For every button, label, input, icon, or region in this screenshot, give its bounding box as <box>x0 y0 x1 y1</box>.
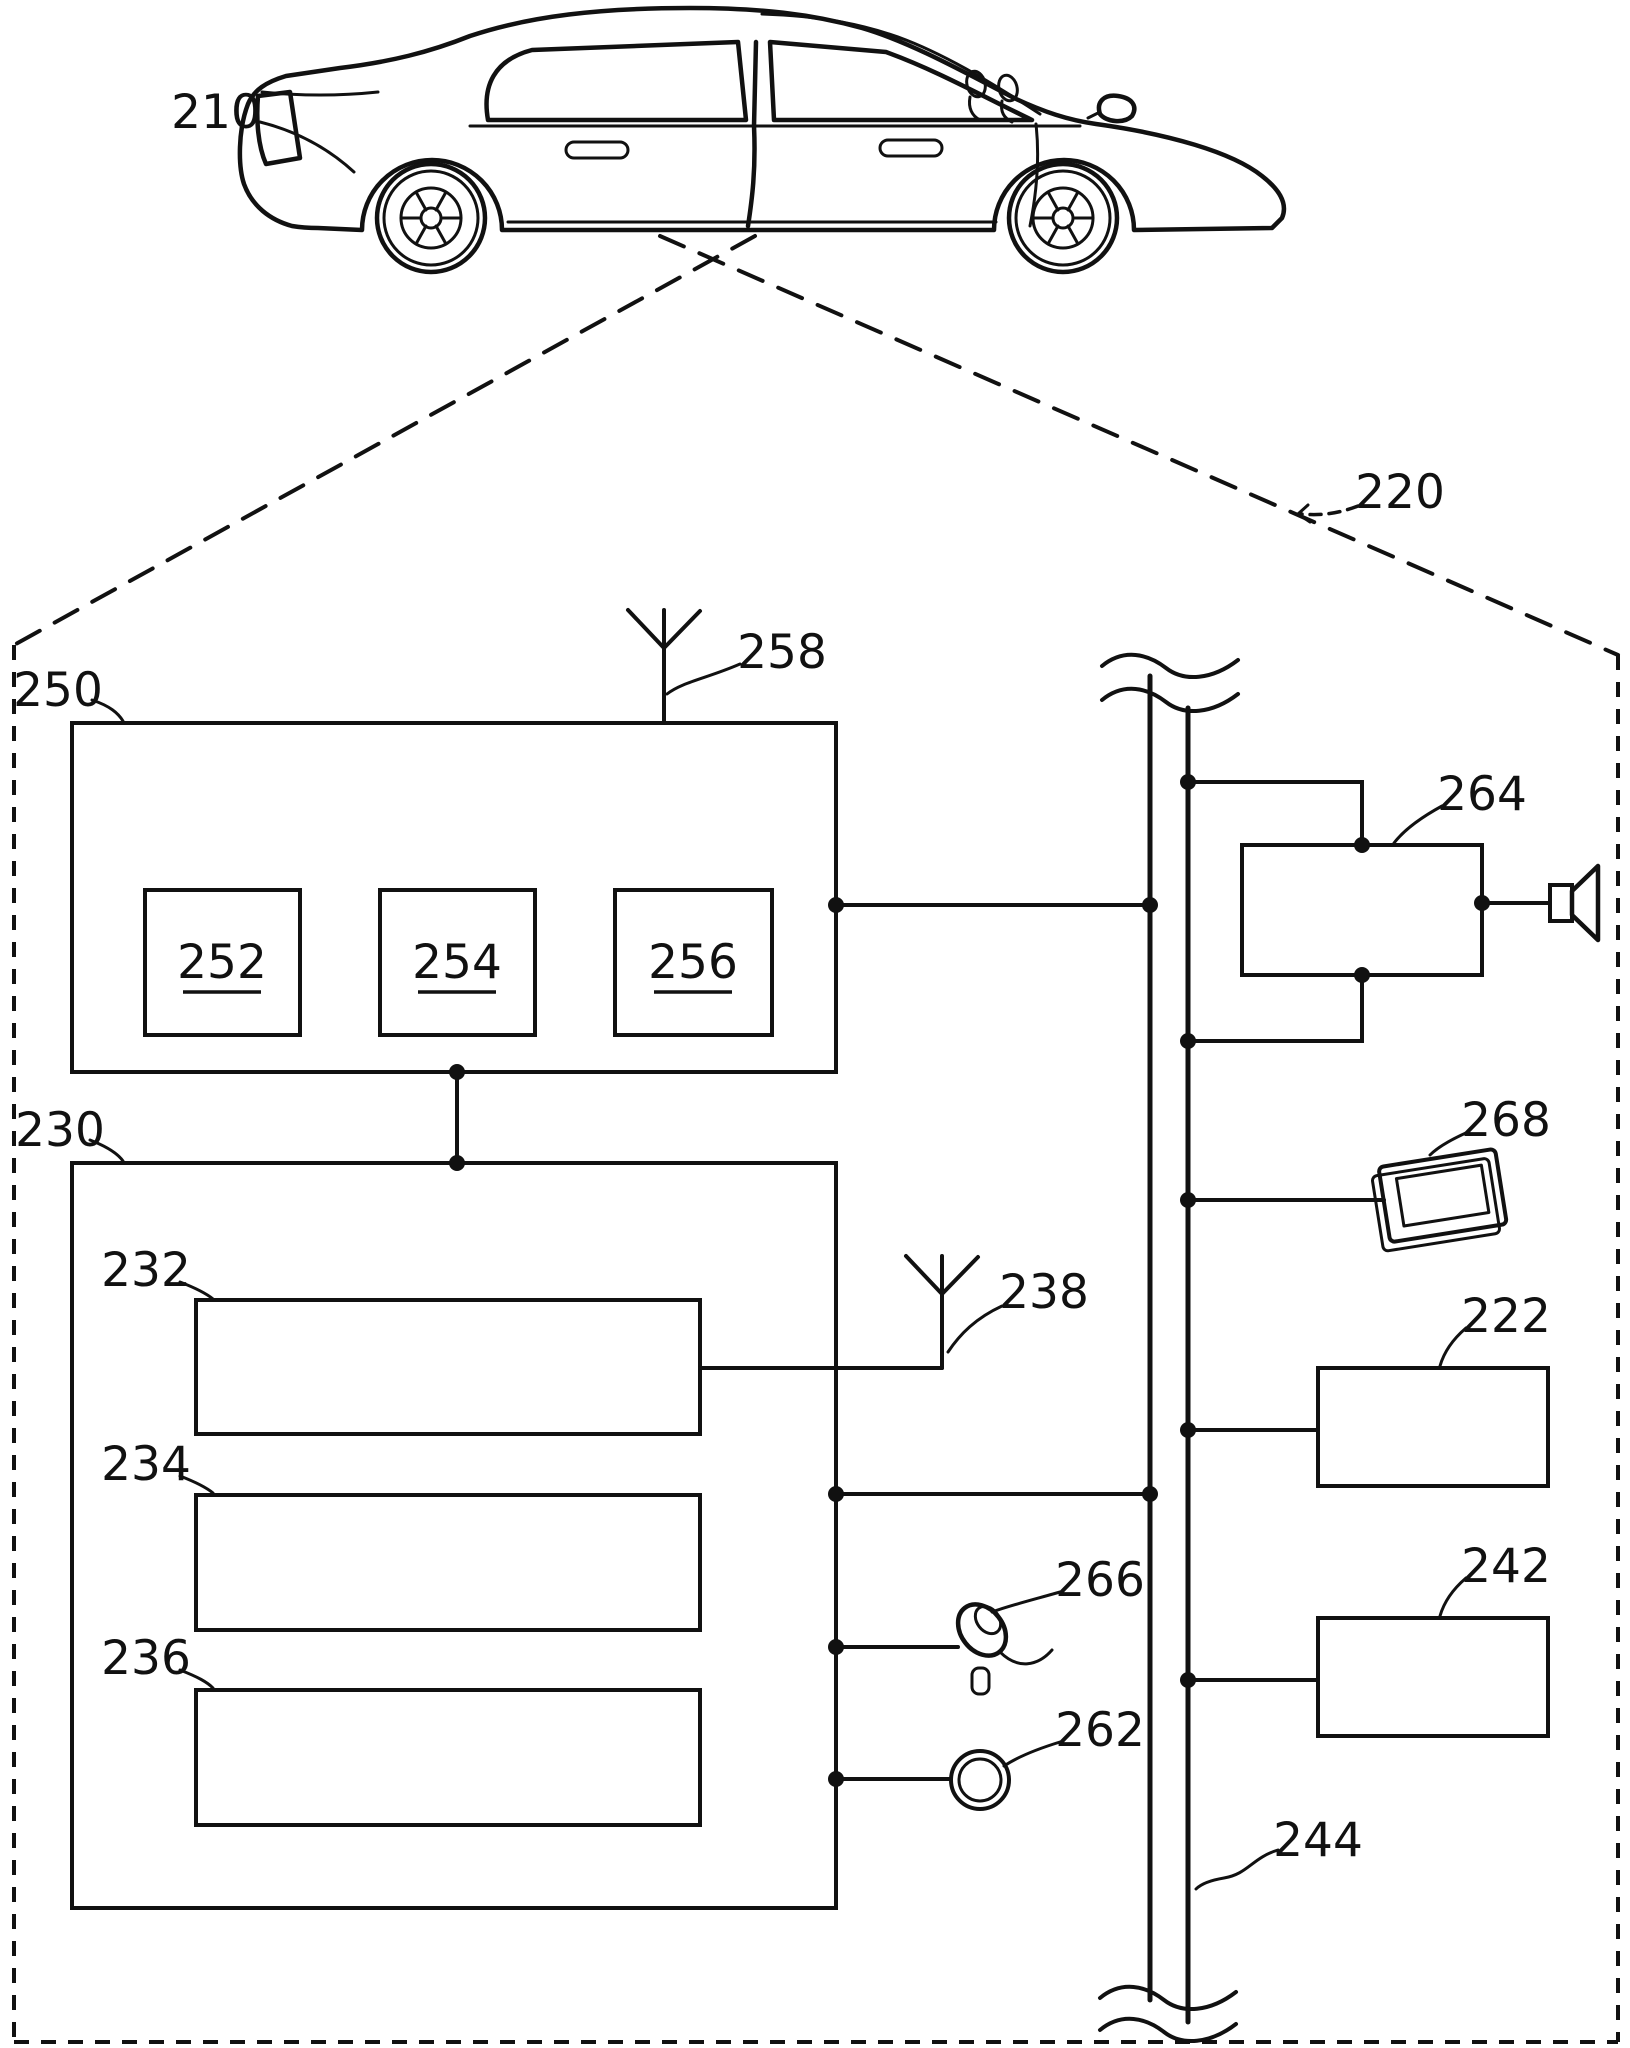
box-256 <box>613 888 774 1037</box>
leader-234 <box>178 1474 215 1495</box>
box-250 <box>70 721 838 1074</box>
car-headrest-1 <box>965 69 987 99</box>
leader-238 <box>946 1304 1004 1354</box>
car-door-handle-front <box>878 138 944 158</box>
wire-bus-to-264-top <box>1186 780 1364 847</box>
leader-220 <box>1298 504 1360 517</box>
box-222 <box>1316 1366 1550 1488</box>
connection-wires <box>455 780 1552 1781</box>
leader-236 <box>178 1668 215 1690</box>
car-roof-inner-line <box>760 12 1042 116</box>
leader-220-tick <box>1295 503 1312 524</box>
leader-262 <box>1002 1740 1062 1768</box>
car-headrest-2 <box>997 73 1019 103</box>
box-236 <box>194 1688 702 1827</box>
callout-250: 250 <box>13 663 103 718</box>
leader-264 <box>1392 804 1444 845</box>
leader-222 <box>1438 1326 1468 1368</box>
callout-238: 238 <box>999 1265 1089 1320</box>
leader-268 <box>1428 1130 1470 1157</box>
wire-264-to-bus-bottom <box>1186 973 1364 1043</box>
antenna-258-icon <box>626 608 702 725</box>
callout-268: 268 <box>1461 1093 1551 1148</box>
callout-220: 220 <box>1355 465 1445 520</box>
callout-210: 210 <box>171 85 261 140</box>
leader-232 <box>178 1280 215 1301</box>
callout-234: 234 <box>101 1437 191 1492</box>
box-252 <box>143 888 302 1037</box>
car-door-handle-rear <box>564 140 630 160</box>
leader-250 <box>90 698 125 723</box>
box-232 <box>194 1298 702 1436</box>
callout-262: 262 <box>1055 1703 1145 1758</box>
bus-break-bottom-1 <box>1098 1984 1238 2011</box>
projection-line-right <box>658 234 1620 657</box>
vehicle-bus <box>1098 652 1240 2043</box>
callout-264: 264 <box>1437 767 1527 822</box>
callout-labels: 210 220 250 258 252 254 256 230 232 234 … <box>13 85 1551 1868</box>
callout-230: 230 <box>15 1103 105 1158</box>
callout-252: 252 <box>177 935 267 990</box>
callout-244: 244 <box>1273 1813 1363 1868</box>
callout-256: 256 <box>648 935 738 990</box>
car-front-wheel <box>1006 161 1120 275</box>
detail-projection <box>12 234 1620 2044</box>
callout-222: 222 <box>1461 1289 1551 1344</box>
car-body-outline <box>237 5 1287 233</box>
callout-254: 254 <box>412 935 502 990</box>
box-254 <box>378 888 537 1037</box>
bus-break-bottom-2 <box>1098 2016 1238 2043</box>
leader-244 <box>1194 1848 1280 1891</box>
leader-258 <box>665 662 742 696</box>
microphone-icon <box>955 1602 1054 1696</box>
leader-242 <box>1438 1576 1468 1618</box>
display-268-icon <box>1371 1147 1509 1253</box>
car-seat-line-2 <box>1000 99 1014 124</box>
car-taillight <box>255 89 303 167</box>
callout-236: 236 <box>101 1631 191 1686</box>
car-mirror-stem <box>1086 110 1102 120</box>
car-mirror <box>1096 93 1137 124</box>
projection-line-left <box>12 234 757 647</box>
box-234 <box>194 1493 702 1632</box>
callout-232: 232 <box>101 1243 191 1298</box>
knob-icon <box>949 1749 1011 1811</box>
bus-break-top-2 <box>1100 686 1240 713</box>
car-rear-window <box>484 39 749 123</box>
speaker-icon <box>1548 863 1601 943</box>
car-front-window <box>767 39 1035 123</box>
unit-box-250 <box>70 721 838 1074</box>
car-seat-line-1 <box>968 95 982 122</box>
leader-210 <box>258 120 356 174</box>
box-242 <box>1316 1616 1550 1738</box>
antenna-238-icon <box>904 1254 980 1370</box>
leader-266 <box>990 1590 1062 1614</box>
car-rear-wheel <box>374 161 488 275</box>
callout-266: 266 <box>1055 1553 1145 1608</box>
box-264 <box>1240 843 1484 977</box>
junction-dots <box>449 774 1490 1787</box>
car-door-seam-rear <box>745 39 759 229</box>
callout-258: 258 <box>737 625 827 680</box>
callout-242: 242 <box>1461 1539 1551 1594</box>
leader-lines <box>88 120 1470 1891</box>
bus-break-top-1 <box>1100 652 1240 679</box>
leader-230 <box>88 1138 125 1163</box>
vehicle-illustration <box>237 5 1287 275</box>
